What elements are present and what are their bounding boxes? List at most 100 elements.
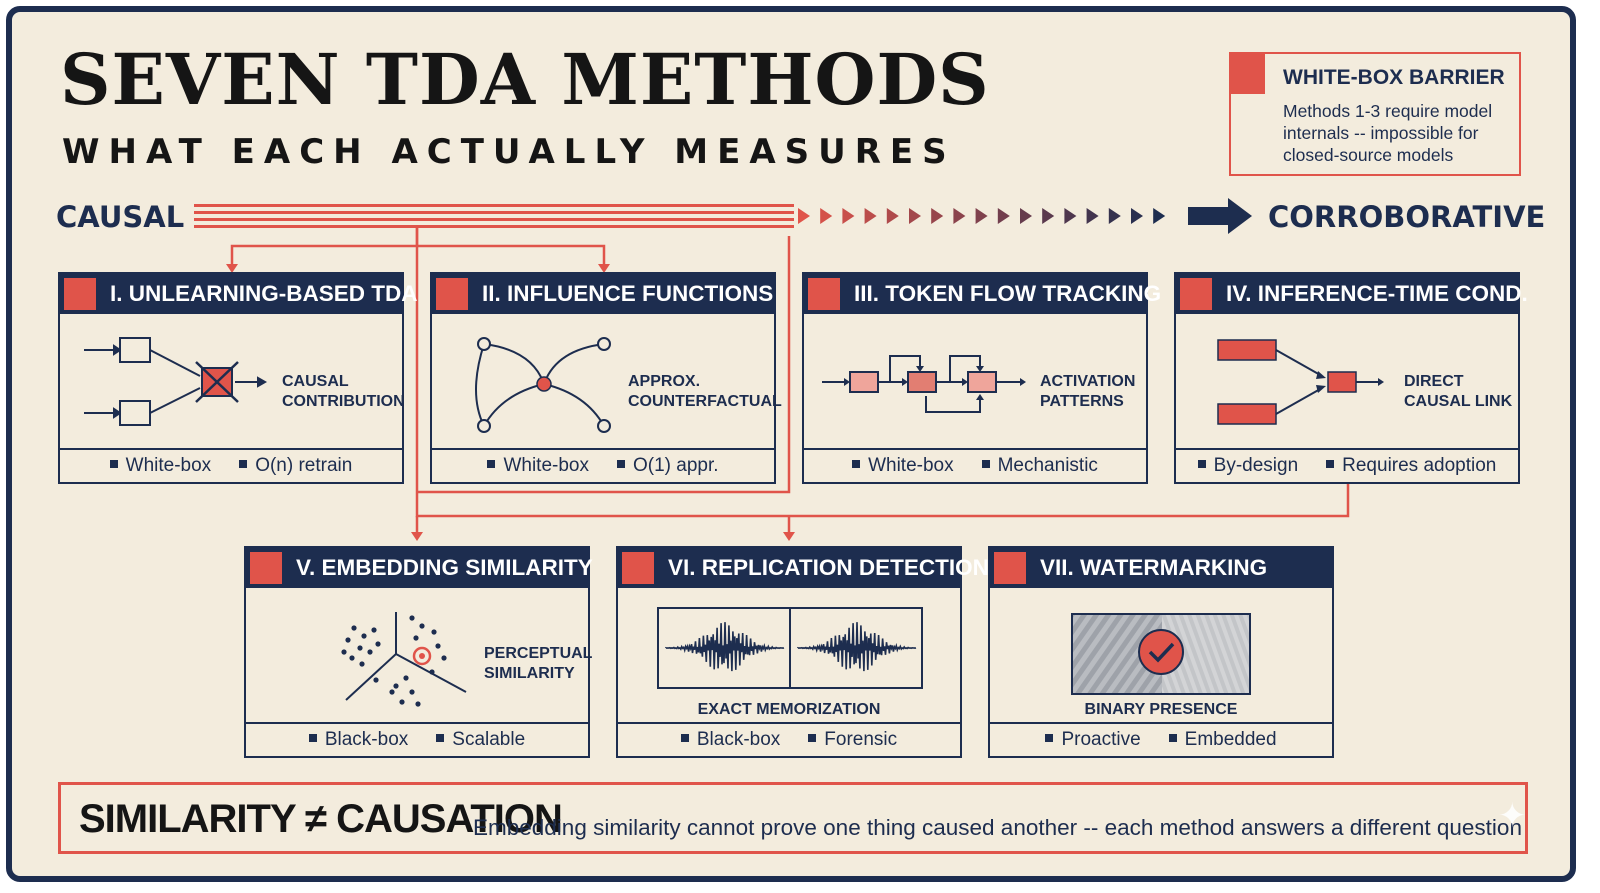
tag: Mechanistic xyxy=(982,455,1098,477)
spectrum-chevron xyxy=(909,208,921,224)
tag: Scalable xyxy=(436,729,525,751)
tag: Requires adoption xyxy=(1326,455,1496,477)
method-card-unlearning: I. UNLEARNING-BASED TDA CAUSAL CONTRIBUT… xyxy=(58,272,418,484)
card-label: BINARY PRESENCE xyxy=(1084,701,1238,718)
card-header: I. UNLEARNING-BASED TDA xyxy=(60,274,418,314)
card-header: V. EMBEDDING SIMILARITY xyxy=(246,548,593,588)
scatter-point xyxy=(371,627,377,633)
scatter-point xyxy=(349,655,355,661)
card-title: VII. WATERMARKING xyxy=(1040,555,1268,580)
connector-lines xyxy=(194,198,1350,541)
spectrum-arrow xyxy=(194,198,1252,234)
method-card-replication: VI. REPLICATION DETECTION EXACT MEMORIZA… xyxy=(616,546,989,758)
page-title: SEVEN TDA METHODS xyxy=(60,38,990,121)
influence-icon xyxy=(475,337,611,433)
embedding-icon xyxy=(341,612,467,707)
spectrum-right-label: CORROBORATIVE xyxy=(1268,200,1546,234)
spectrum-left-label: CAUSAL xyxy=(56,200,185,234)
card-marker xyxy=(994,552,1026,584)
infographic-frame: SEVEN TDA METHODS WHAT EACH ACTUALLY MEA… xyxy=(6,6,1576,882)
spectrum-chevron xyxy=(1020,208,1032,224)
card-title: IV. INFERENCE-TIME COND. xyxy=(1226,281,1528,306)
spectrum-chevron xyxy=(886,208,899,224)
card-header: VII. WATERMARKING xyxy=(990,548,1332,588)
spectrum-chevron xyxy=(953,208,966,224)
spectrum-chevron xyxy=(997,208,1010,224)
tag: White-box xyxy=(110,455,212,477)
scatter-point xyxy=(399,699,405,705)
spectrum-chevron xyxy=(1042,208,1055,224)
spectrum-chevron xyxy=(931,208,944,224)
method-card-influence: II. INFLUENCE FUNCTIONS APPROX. COUNTERF… xyxy=(430,272,782,484)
scatter-point xyxy=(413,635,419,641)
spectrum-chevron xyxy=(1064,208,1077,224)
scatter-point xyxy=(375,641,381,647)
card-label: DIRECT CAUSAL LINK xyxy=(1404,373,1513,410)
spectrum-chevron xyxy=(1108,208,1121,224)
tag: Black-box xyxy=(309,729,408,751)
card-header: III. TOKEN FLOW TRACKING xyxy=(804,274,1161,314)
spectrum-chevron xyxy=(1086,208,1099,224)
card-tags: White-box Mechanistic xyxy=(804,448,1146,482)
spectrum-chevron xyxy=(1131,208,1143,224)
scatter-point xyxy=(361,633,367,639)
conditioning-icon xyxy=(1217,339,1384,425)
card-marker xyxy=(1180,278,1212,310)
card-header: VI. REPLICATION DETECTION xyxy=(618,548,989,588)
card-label: APPROX. COUNTERFACTUAL xyxy=(628,373,782,410)
card-header: II. INFLUENCE FUNCTIONS xyxy=(432,274,774,314)
card-title: VI. REPLICATION DETECTION xyxy=(668,555,989,580)
scatter-point xyxy=(373,677,379,683)
white-box-barrier-callout: WHITE-BOX BARRIER Methods 1-3 require mo… xyxy=(1229,52,1521,176)
scatter-point xyxy=(341,649,347,655)
card-label: PERCEPTUAL SIMILARITY xyxy=(484,645,593,682)
callout-heading: WHITE-BOX BARRIER xyxy=(1283,66,1505,89)
scatter-point xyxy=(393,683,399,689)
banner-heading: SIMILARITY ≠ CAUSATION xyxy=(79,797,563,841)
scatter-point xyxy=(403,675,409,681)
card-label: CAUSAL CONTRIBUTION xyxy=(282,373,405,410)
similarity-causation-banner: SIMILARITY ≠ CAUSATION Embedding similar… xyxy=(58,782,1528,854)
scatter-point xyxy=(351,625,357,631)
card-title: III. TOKEN FLOW TRACKING xyxy=(854,281,1162,306)
scatter-point xyxy=(389,689,395,695)
method-card-watermarking: VII. WATERMARKING BINARY PRESENCE Proact… xyxy=(988,546,1334,758)
card-title: V. EMBEDDING SIMILARITY xyxy=(296,555,593,580)
card-header: IV. INFERENCE-TIME COND. xyxy=(1176,274,1528,314)
scatter-point xyxy=(345,637,351,643)
tag: Black-box xyxy=(681,729,780,751)
token-flow-icon xyxy=(822,355,1026,413)
tag: White-box xyxy=(852,455,954,477)
banner-body: Embedding similarity cannot prove one th… xyxy=(473,815,1522,840)
scatter-point xyxy=(441,655,447,661)
callout-marker xyxy=(1231,54,1265,94)
tag: Forensic xyxy=(808,729,897,751)
spectrum-chevron xyxy=(975,208,988,224)
method-card-embedding: V. EMBEDDING SIMILARITY PERCEPTUAL SIMIL… xyxy=(244,546,593,758)
tag: O(1) appr. xyxy=(617,455,719,477)
spectrum-chevron xyxy=(864,208,877,224)
method-card-token-flow: III. TOKEN FLOW TRACKING xyxy=(802,272,1161,484)
card-marker xyxy=(436,278,468,310)
scatter-point xyxy=(359,661,365,667)
tag: By-design xyxy=(1198,455,1299,477)
card-tags: Proactive Embedded xyxy=(990,722,1332,756)
spectrum-chevron xyxy=(1153,208,1166,224)
scatter-point xyxy=(429,669,435,675)
card-title: II. INFLUENCE FUNCTIONS xyxy=(482,281,774,306)
method-card-inference-conditioning: IV. INFERENCE-TIME COND. DIRECT CAUSAL L… xyxy=(1174,272,1528,484)
scatter-point xyxy=(409,615,415,621)
card-marker xyxy=(622,552,654,584)
watermark-check-icon xyxy=(1071,613,1251,695)
spectrum-chevron xyxy=(798,208,810,224)
card-label: EXACT MEMORIZATION xyxy=(697,701,881,718)
unlearning-icon xyxy=(84,337,268,426)
scatter-point xyxy=(419,623,425,629)
card-marker xyxy=(250,552,282,584)
sparkle-icon: ✦ xyxy=(1498,797,1527,835)
card-marker xyxy=(808,278,840,310)
card-marker xyxy=(64,278,96,310)
scatter-point xyxy=(415,701,421,707)
card-tags: Black-box Forensic xyxy=(618,722,960,756)
card-title: I. UNLEARNING-BASED TDA xyxy=(110,281,418,306)
